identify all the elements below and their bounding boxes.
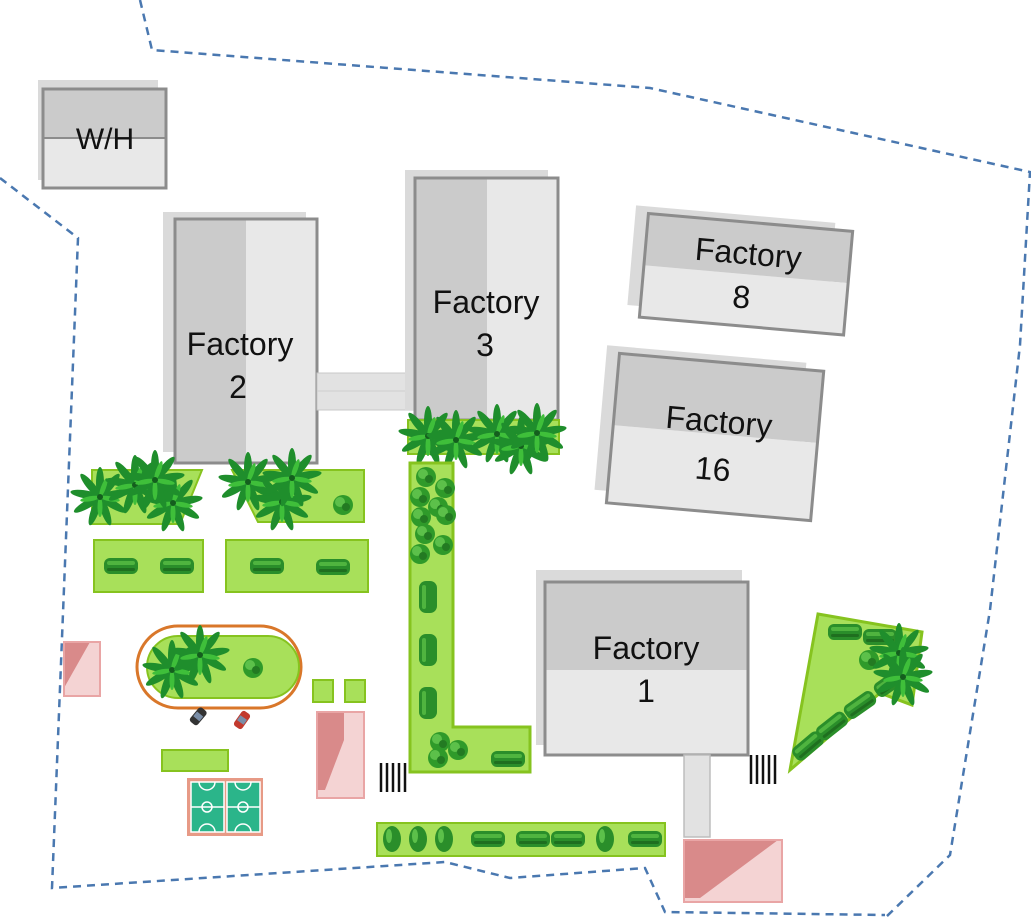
triangle-garden (787, 612, 934, 774)
building-number: 2 (229, 369, 247, 405)
building-number: 16 (693, 449, 732, 488)
factory-16-building[interactable]: Factory 16 (593, 345, 826, 523)
factory-1-building[interactable]: Factory 1 (536, 570, 750, 757)
building-label: Factory (187, 326, 294, 362)
factory-2-building[interactable]: Factory 2 (163, 212, 319, 465)
basketball-courts (187, 778, 263, 836)
lawn-strip (161, 749, 229, 772)
hedge-bed-left (93, 539, 204, 593)
building-label: W/H (76, 123, 134, 156)
gatehouse-left (63, 641, 101, 697)
planter-right (217, 448, 365, 532)
gatehouse-middle (316, 711, 365, 799)
hedge-bed-right (225, 539, 369, 593)
planter-left (69, 450, 204, 533)
site-boundary (138, 0, 1031, 918)
building-number: 3 (476, 327, 494, 363)
building-label: Factory (593, 630, 700, 666)
bottom-hedge-strip (376, 822, 666, 857)
green-path (408, 461, 532, 774)
roundabout-garden (135, 624, 303, 710)
gate-bars-right (749, 755, 777, 784)
gatehouse-right (683, 839, 783, 903)
gate-bars-left (379, 763, 407, 792)
building-label: Factory (433, 284, 540, 320)
parked-car-dark (189, 707, 207, 726)
factory-8-building[interactable]: Factory 8 (626, 205, 855, 337)
building-number: 1 (637, 673, 655, 709)
planter-strip (397, 403, 568, 476)
factory-3-building[interactable]: Factory 3 (405, 170, 560, 422)
lawn-square (344, 679, 366, 703)
warehouse-building[interactable]: W/H (38, 80, 168, 190)
walkway (683, 754, 711, 838)
lawn-square (312, 679, 334, 703)
parked-car-red (233, 710, 251, 730)
building-number: 8 (731, 278, 752, 315)
site-boundary-left (0, 177, 886, 917)
